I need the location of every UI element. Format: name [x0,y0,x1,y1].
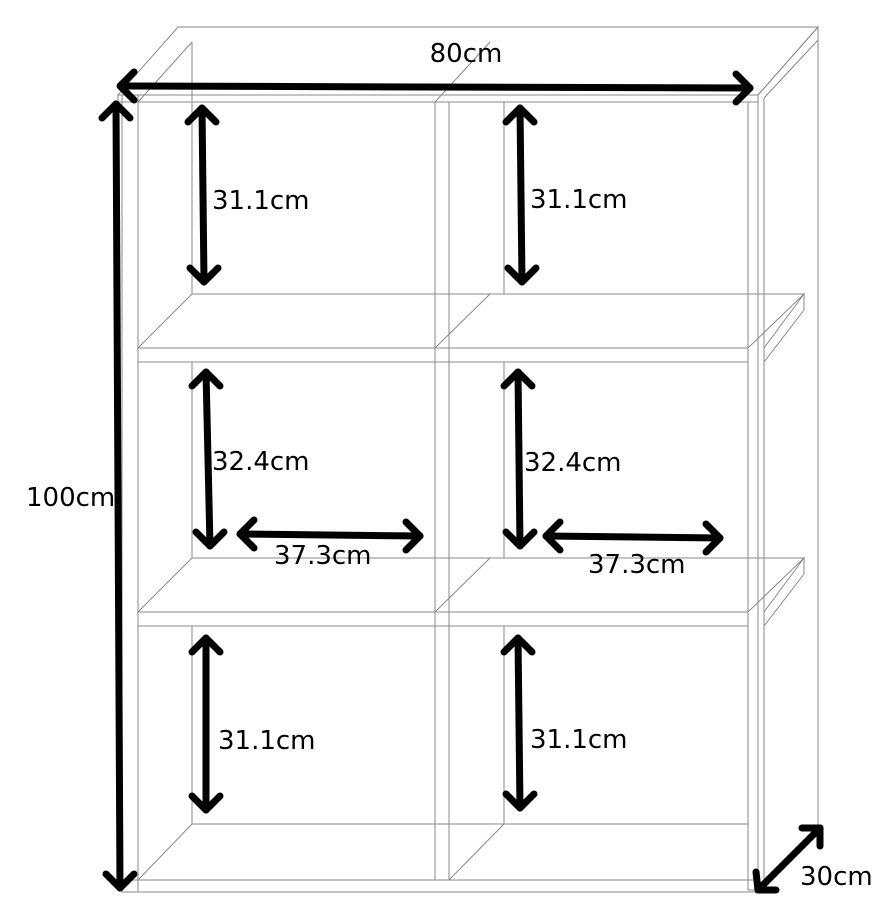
right-front-edge [747,101,759,891]
height-arrow [98,100,138,892]
center-divider [434,101,450,881]
top-left-height-label: 31.1cm [212,186,310,216]
bottom-right-height-label: 31.1cm [530,725,628,755]
bottom-panel-top [136,823,749,881]
top-right-height-arrow [502,104,540,286]
bottom-left-height-arrow [188,634,224,814]
middle-right-height-label: 32.4cm [524,448,622,478]
upper-shelf-divider-depth [434,293,491,349]
dimension-labels: 80cm 100cm 30cm 31.1cm 31.1cm 32.4cm 32.… [26,39,873,892]
top-right-height-label: 31.1cm [530,185,628,215]
lower-shelf-divider-depth [434,557,491,613]
right-side-panel [757,25,819,892]
top-left-height-arrow [184,104,222,286]
bottom-left-height-label: 31.1cm [218,726,316,756]
right-side-inner-edge [763,39,819,99]
lower-shelf-side [763,556,805,628]
total-height-label: 100cm [26,483,115,513]
lower-shelf-top [136,557,806,613]
depth-arrow [752,824,824,894]
bottom-panel-front [121,879,759,893]
middle-right-width-arrow [542,518,724,556]
upper-shelf-top [136,293,806,349]
middle-left-width-label: 37.3cm [274,541,372,571]
lower-shelf-front [137,611,749,627]
middle-left-height-label: 32.4cm [212,447,310,477]
width-arrow [116,68,754,106]
bottom-divider-depth [448,823,505,881]
center-divider-top-depth [434,41,491,103]
left-side-top-depth [137,41,193,103]
middle-right-height-arrow [500,368,538,550]
dimension-arrows [98,68,824,894]
total-width-label: 80cm [430,39,503,69]
middle-left-height-arrow [188,368,228,550]
depth-label: 30cm [800,862,873,892]
bookshelf-drawing [116,25,820,893]
middle-left-width-arrow [236,516,424,554]
left-side-panel [121,94,139,893]
upper-shelf-front [137,347,749,363]
bottom-right-height-arrow [500,634,538,812]
upper-shelf-side [763,292,805,364]
middle-right-width-label: 37.3cm [588,550,686,580]
